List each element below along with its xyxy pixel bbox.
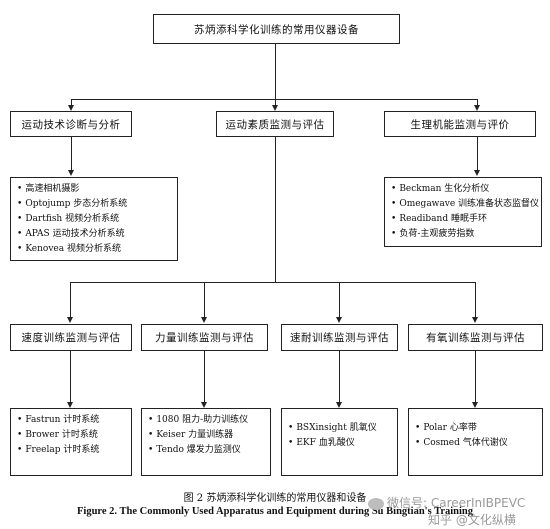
arrow-l2-b (201, 317, 207, 323)
list-item: Cosmed 气体代谢仪 (415, 436, 536, 451)
list-item: APAS 运动技术分析系统 (17, 227, 171, 242)
list-item: Beckman 生化分析仪 (391, 182, 535, 197)
arrow-technique-list (68, 170, 74, 176)
connector-l1-c (477, 99, 478, 106)
list-item: Readiband 睡眠手环 (391, 212, 535, 227)
arrow-l2-a (67, 317, 73, 323)
list-item: Fastrun 计时系统 (17, 413, 125, 428)
arrow-strength-list (201, 402, 207, 408)
level1-node-label: 运动素质监测与评估 (225, 118, 325, 131)
list-item: Polar 心率带 (415, 421, 536, 436)
level2-node-strength: 力量训练监测与评估 (141, 324, 268, 351)
arrow-speed-endurance-list (336, 402, 342, 408)
list-item: Optojump 步态分析系统 (17, 197, 171, 212)
watermark-wechat: 微信号: CareerInIBPEVC (368, 494, 525, 511)
list-item: Keiser 力量训练器 (148, 428, 264, 443)
connector-level2-bus (70, 282, 476, 283)
list-item: Kenovea 视频分析系统 (17, 242, 171, 257)
level2-node-label: 有氧训练监测与评估 (426, 332, 525, 344)
arrow-l2-d (472, 317, 478, 323)
arrow-physiology-list (474, 170, 480, 176)
connector-l2-d (475, 282, 476, 318)
arrow-l1-a (68, 105, 74, 111)
list-item: 1080 阻力-助力训练仪 (148, 413, 264, 428)
watermark-text: 微信号: CareerInIBPEVC (387, 496, 526, 510)
connector-strength-list (204, 351, 205, 403)
strength-equipment-list: 1080 阻力-助力训练仪 Keiser 力量训练器 Tendo 爆发力监测仪 (141, 408, 271, 476)
figure-caption-en: Figure 2. The Commonly Used Apparatus an… (77, 506, 473, 517)
level1-node-fitness: 运动素质监测与评估 (216, 111, 334, 137)
level2-node-speed: 速度训练监测与评估 (10, 324, 132, 351)
list-item: Dartfish 视频分析系统 (17, 212, 171, 227)
list-item: Brower 计时系统 (17, 428, 125, 443)
connector-level1-bus (71, 99, 478, 100)
list-item: 负荷-主观疲劳指数 (391, 227, 535, 242)
arrow-l2-c (336, 317, 342, 323)
level2-node-speed-endurance: 速耐训练监测与评估 (281, 324, 398, 351)
list-item: EKF 血乳酸仪 (288, 436, 391, 451)
connector-l1-b (275, 99, 276, 106)
arrow-speed-list (67, 402, 73, 408)
list-item: Freelap 计时系统 (17, 443, 125, 458)
connector-speed-endurance-list (339, 351, 340, 403)
figure-caption-cn: 图 2 苏炳添科学化训练的常用仪器和设备 (183, 493, 367, 504)
connector-l1-a (71, 99, 72, 106)
arrow-aerobic-list (472, 402, 478, 408)
connector-aerobic-list (475, 351, 476, 403)
level2-node-label: 力量训练监测与评估 (155, 332, 254, 344)
connector-l2-b (204, 282, 205, 318)
level2-node-label: 速耐训练监测与评估 (290, 332, 389, 344)
list-item: 高速相机摄影 (17, 182, 171, 197)
arrow-l1-b (272, 105, 278, 111)
connector-technique-list (71, 137, 72, 171)
watermark-zhihu: 知乎 @文化纵横 (428, 511, 516, 528)
speed-equipment-list: Fastrun 计时系统 Brower 计时系统 Freelap 计时系统 (10, 408, 132, 476)
connector-l2-c (339, 282, 340, 318)
connector-root-down (275, 44, 276, 99)
level2-node-label: 速度训练监测与评估 (21, 332, 121, 344)
level2-node-aerobic: 有氧训练监测与评估 (408, 324, 543, 351)
connector-physiology-list (477, 137, 478, 171)
root-node: 苏炳添科学化训练的常用仪器设备 (153, 14, 400, 44)
root-node-label: 苏炳添科学化训练的常用仪器设备 (194, 23, 359, 36)
wechat-icon (368, 497, 384, 510)
level1-node-label: 生理机能监测与评价 (410, 118, 510, 131)
watermark-text: 知乎 @文化纵横 (428, 513, 516, 527)
list-item: Omegawave 训练准备状态监督仪 (391, 197, 539, 212)
speed-endurance-equipment-list: BSXinsight 肌氧仪 EKF 血乳酸仪 (281, 408, 398, 476)
level1-node-label: 运动技术诊断与分析 (21, 118, 121, 131)
connector-fitness-down (275, 137, 276, 282)
physiology-equipment-list: Beckman 生化分析仪 Omegawave 训练准备状态监督仪 Readib… (384, 177, 542, 247)
level1-node-physiology: 生理机能监测与评价 (384, 111, 536, 137)
list-item: Tendo 爆发力监测仪 (148, 443, 264, 458)
aerobic-equipment-list: Polar 心率带 Cosmed 气体代谢仪 (408, 408, 543, 476)
list-item: BSXinsight 肌氧仪 (288, 421, 391, 436)
connector-speed-list (70, 351, 71, 403)
connector-l2-a (70, 282, 71, 318)
arrow-l1-c (474, 105, 480, 111)
level1-node-technique: 运动技术诊断与分析 (10, 111, 132, 137)
technique-equipment-list: 高速相机摄影 Optojump 步态分析系统 Dartfish 视频分析系统 A… (10, 177, 178, 261)
